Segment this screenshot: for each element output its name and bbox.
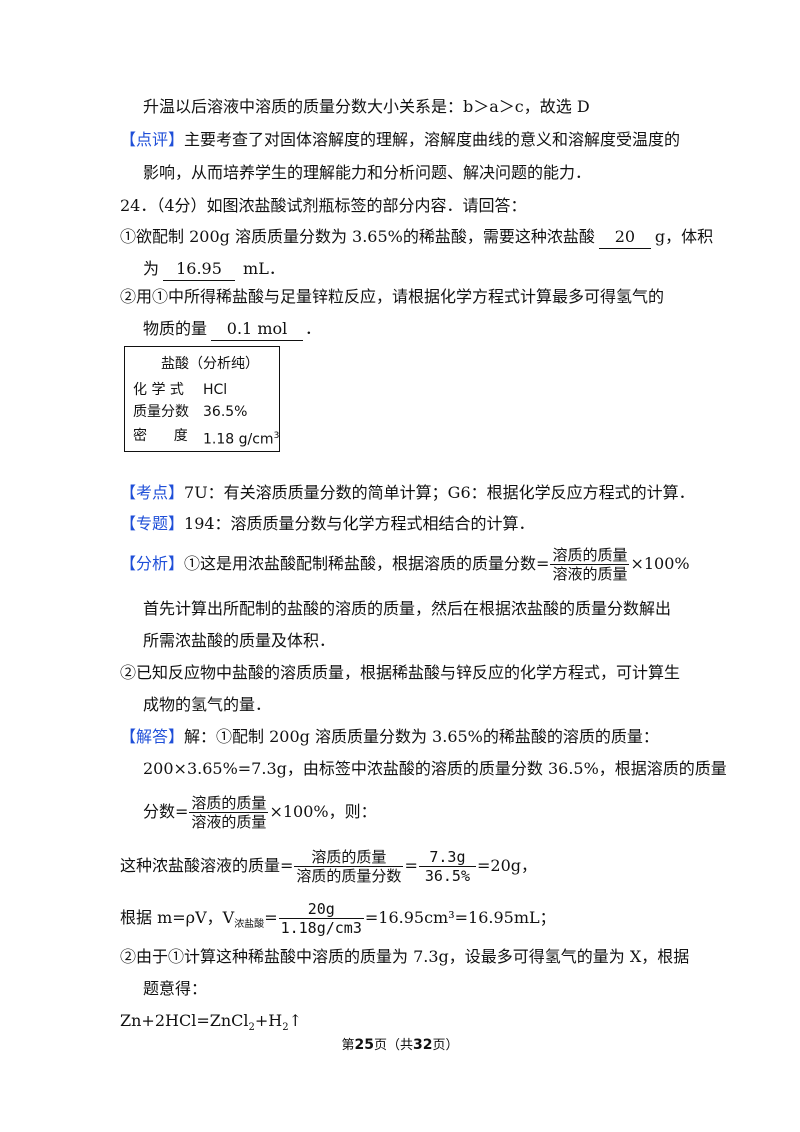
fraction-denominator: 溶液的质量	[552, 565, 628, 583]
text-line: ②已知反应物中盐酸的溶质质量，根据稀盐酸与锌反应的化学方程式，可计算生	[120, 663, 681, 682]
question-part-2: ②用①中所得稀盐酸与足量锌粒反应，请根据化学方程式计算最多可得氢气的	[120, 287, 665, 306]
formula-text: 根据 m=ρV，V	[120, 908, 235, 927]
fraction-denominator: 溶质的质量分数	[296, 867, 402, 885]
jieda-text: 解：①配制 200g 溶质质量分数为 3.65%的稀盐酸的溶质的质量：	[184, 727, 659, 746]
label-value: HCl	[203, 382, 228, 398]
fraction-numerator: 溶质的质量	[189, 794, 269, 813]
fenxi-text: ×100%	[630, 554, 690, 573]
text-line: 题意得：	[143, 979, 208, 998]
formula-text: =16.95cm³=16.95mL；	[364, 908, 556, 927]
kaodian-text: 7U：有关溶质质量分数的简单计算；G6：根据化学反应方程式的计算．	[184, 483, 695, 502]
fraction-numerator: 溶质的质量	[550, 546, 630, 565]
jieda-tag: 【解答】	[120, 727, 185, 746]
density-unit-sup: 3	[273, 431, 280, 441]
page-footer: 第25页（共32页）	[0, 1034, 800, 1053]
question-text: ．	[305, 319, 322, 338]
equation-subscript: 2	[282, 1022, 289, 1034]
fraction: 溶质的质量溶质的质量分数	[294, 848, 404, 885]
formula-text: 这种浓盐酸溶液的质量=	[120, 856, 294, 875]
zhuanti-tag: 【专题】	[120, 514, 185, 533]
fraction-numerator: 7.3g	[418, 848, 476, 867]
fraction-denominator: 溶液的质量	[191, 813, 267, 831]
fenxi-tag: 【分析】	[120, 554, 185, 573]
page-number: 25	[354, 1037, 374, 1053]
answer-blank: 16.95	[163, 258, 236, 281]
label-value: 1.18 g/cm3	[203, 427, 279, 449]
fraction-denominator: 36.5%	[424, 867, 470, 885]
text-line: 升温以后溶液中溶质的质量分数大小关系是：b＞a＞c，故选 D	[143, 97, 590, 116]
fraction: 溶质的质量溶液的质量	[550, 546, 630, 583]
fraction: 溶质的质量溶液的质量	[189, 794, 269, 831]
text-line: ②由于①计算这种稀盐酸中溶质的质量为 7.3g，设最多可得氢气的量为 X，根据	[120, 947, 690, 966]
fenxi-line: 【分析】①这是用浓盐酸配制稀盐酸，根据溶质的质量分数=溶质的质量溶液的质量×10…	[120, 544, 690, 584]
label-title: 盐酸（分析纯）	[161, 356, 259, 372]
fraction-numerator: 20g	[278, 900, 364, 919]
comment-text: 主要考查了对固体溶解度的理解，溶解度曲线的意义和溶解度受温度的	[184, 130, 681, 149]
formula-text: =	[264, 908, 278, 927]
text-line: 首先计算出所配制的盐酸的溶质的质量，然后在根据浓盐酸的质量分数解出	[143, 599, 672, 618]
formula-subscript: 浓盐酸	[234, 919, 265, 931]
density-value: 1.18 g/cm	[203, 431, 274, 448]
question-text: ①欲配制 200g 溶质质量分数为 3.65%的稀盐酸，需要这种浓盐酸	[120, 227, 595, 246]
equation-line: Zn+2HCl=ZnCl2+H2↑	[120, 1010, 302, 1039]
answer-blank: 0.1 mol	[211, 318, 304, 341]
zhuanti-line: 【专题】194：溶质质量分数与化学方程式相结合的计算．	[120, 513, 535, 535]
equation-text: +H	[254, 1011, 283, 1030]
formula-text: =20g，	[477, 856, 538, 875]
comment-line: 【点评】主要考查了对固体溶解度的理解，溶解度曲线的意义和溶解度受温度的	[120, 129, 680, 151]
question-heading: 24．（4分）如图浓盐酸试剂瓶标签的部分内容．请回答：	[120, 196, 527, 215]
footer-text: 页）	[432, 1038, 459, 1053]
footer-text: 页（共	[373, 1038, 413, 1053]
kaodian-line: 【考点】7U：有关溶质质量分数的简单计算；G6：根据化学反应方程式的计算．	[120, 482, 695, 504]
label-key: 密 度	[133, 428, 188, 444]
text-line: 影响，从而培养学生的理解能力和分析问题、解决问题的能力．	[143, 163, 592, 182]
text-line: 成物的氢气的量．	[143, 695, 272, 714]
equation-subscript: 2	[248, 1022, 255, 1034]
question-text: 物质的量	[143, 319, 208, 338]
reagent-label: 盐酸（分析纯） 化 学 式 HCl 质量分数 36.5% 密 度 1.18 g/…	[124, 346, 280, 452]
gas-arrow-icon: ↑	[288, 1011, 303, 1030]
question-text: g，体积	[654, 227, 714, 246]
text-line: 200×3.65%=7.3g，由标签中浓盐酸的溶质的质量分数 36.5%，根据溶…	[143, 759, 727, 778]
formula-text: ×100%，则：	[269, 802, 377, 821]
formula-text: 分数=	[143, 802, 189, 821]
answer-blank: 20	[598, 226, 651, 249]
formula-line: 分数=溶质的质量溶液的质量×100%，则：	[143, 792, 377, 832]
footer-text: 第	[341, 1038, 355, 1053]
label-key: 质量分数	[133, 404, 189, 420]
jieda-line: 【解答】解：①配制 200g 溶质质量分数为 3.65%的稀盐酸的溶质的质量：	[120, 726, 659, 748]
label-key: 化 学 式	[133, 382, 184, 398]
fraction-denominator: 1.18g/cm3	[280, 919, 362, 937]
question-text: 为	[143, 259, 160, 278]
comment-tag: 【点评】	[120, 130, 185, 149]
text-line: 所需浓盐酸的质量及体积．	[143, 631, 336, 650]
label-value: 36.5%	[203, 404, 248, 420]
zhuanti-text: 194：溶质质量分数与化学方程式相结合的计算．	[184, 514, 535, 533]
question-text: mL．	[243, 259, 285, 278]
kaodian-tag: 【考点】	[120, 483, 185, 502]
fraction-numerator: 溶质的质量	[294, 848, 404, 867]
fenxi-text: ①这是用浓盐酸配制稀盐酸，根据溶质的质量分数=	[184, 554, 550, 573]
equation-text: Zn+2HCl=ZnCl	[120, 1011, 249, 1030]
page-total: 32	[413, 1037, 433, 1053]
